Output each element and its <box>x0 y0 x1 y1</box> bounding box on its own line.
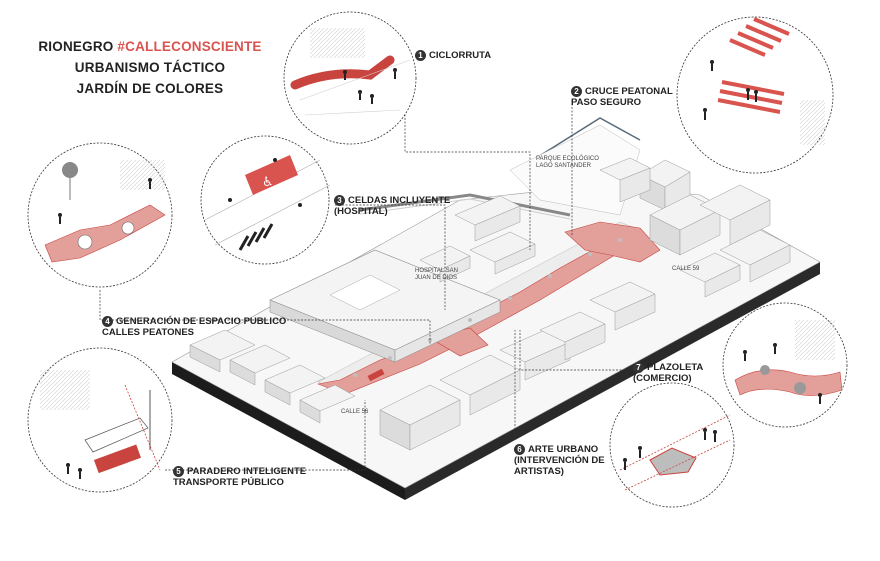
base-slab-left <box>172 362 405 500</box>
buildings-back-right <box>599 157 791 298</box>
label-subtext: PASO SEGURO <box>571 97 642 108</box>
title-line-2: URBANISMO TÁCTICO <box>74 60 226 75</box>
place-hospital-line-2: JUAN DE DIOS <box>415 275 458 281</box>
detail-circle-plazoleta <box>722 302 848 428</box>
label-text: ARTE URBANO <box>528 444 599 455</box>
label-text: PLAZOLETA <box>647 362 704 373</box>
title-line-3: JARDÍN DE COLORES <box>76 81 224 96</box>
label-number: 7 <box>633 362 644 373</box>
detail-circle-paradero <box>27 347 173 493</box>
red-plaza-node <box>564 221 661 263</box>
label-number: 3 <box>334 195 345 206</box>
crosswalk-top <box>729 17 790 57</box>
place-calle-59: CALLE 59 <box>672 266 700 272</box>
label-subtext: TRANSPORTE PÚBLICO <box>173 477 284 488</box>
place-calle-56: CALLE 56 <box>341 409 369 415</box>
title-hashtag: #CALLECONSCIENTE <box>117 39 262 54</box>
label-subtext-2: ARTISTAS) <box>514 466 564 477</box>
hospital-courtyard <box>329 274 401 311</box>
base-slab-right <box>405 262 820 500</box>
detail-circle-ciclorruta <box>283 11 417 145</box>
place-parque-line-2: LAGO SANTANDER <box>536 163 591 169</box>
label-number: 5 <box>173 466 184 477</box>
street-trees <box>353 238 622 377</box>
label-subtext: (HOSPITAL) <box>334 206 388 217</box>
label-text: GENERACIÓN DE ESPACIO PUBLICO <box>116 316 287 327</box>
label-subtext: (COMERCIO) <box>633 373 692 384</box>
isometric-block <box>171 117 821 500</box>
detail-circle-celdas: ♿ <box>200 135 331 265</box>
place-parque-line-1: PARQUE ECOLÓGICO <box>536 156 599 162</box>
label-text: PARADERO INTELIGENTE <box>187 466 307 477</box>
title-prefix: RIONEGRO <box>38 39 114 54</box>
place-hospital-line-1: HOSPITAL SAN <box>415 268 459 274</box>
title-block: RIONEGRO #CALLECONSCIENTE URBANISMO TÁCT… <box>20 36 280 99</box>
label-text: CICLORRUTA <box>429 50 492 61</box>
label-text: CRUCE PEATONAL <box>585 86 673 97</box>
title-line-1: RIONEGRO #CALLECONSCIENTE <box>20 36 280 57</box>
crosswalk-bottom <box>717 80 785 114</box>
place-parque: PARQUE ECOLÓGICO LAGO SANTANDER <box>536 156 599 170</box>
overpass-road <box>359 193 571 217</box>
label-number: 2 <box>571 86 582 97</box>
label-number: 6 <box>514 444 525 455</box>
park-boundary <box>524 117 641 166</box>
detail-circle-espacio <box>27 142 173 288</box>
leader-lines <box>99 55 625 471</box>
label-subtext: (INTERVENCIÓN DE <box>514 455 605 466</box>
wheelchair-icon: ♿ <box>262 175 274 190</box>
buildings-front-left <box>189 281 656 451</box>
label-text: CELDAS INCLUYENTE <box>348 195 451 206</box>
label-number: 4 <box>102 316 113 327</box>
hospital-side-right <box>394 299 501 363</box>
label-subtext: CALLES PEATONES <box>102 327 195 338</box>
bus-stop-marker <box>367 368 385 382</box>
bus <box>84 417 149 453</box>
place-hospital: HOSPITAL SAN JUAN DE DIOS <box>415 268 458 282</box>
label-number: 1 <box>415 50 426 61</box>
overpass-road-edge <box>359 198 571 220</box>
detail-circle-arte <box>609 382 735 508</box>
detail-circle-cruce <box>676 16 834 174</box>
